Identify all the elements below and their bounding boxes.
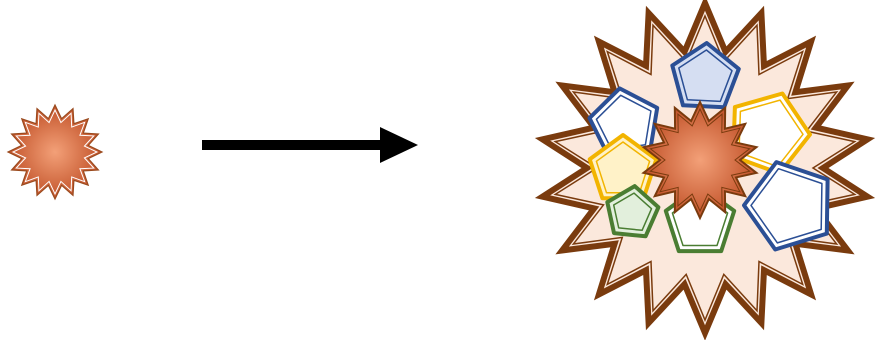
right-arrow (202, 127, 418, 163)
small-star-outer (8, 105, 102, 199)
small-star-icon (8, 105, 102, 199)
arrow-head (380, 127, 418, 163)
arrow-shaft (202, 140, 384, 150)
